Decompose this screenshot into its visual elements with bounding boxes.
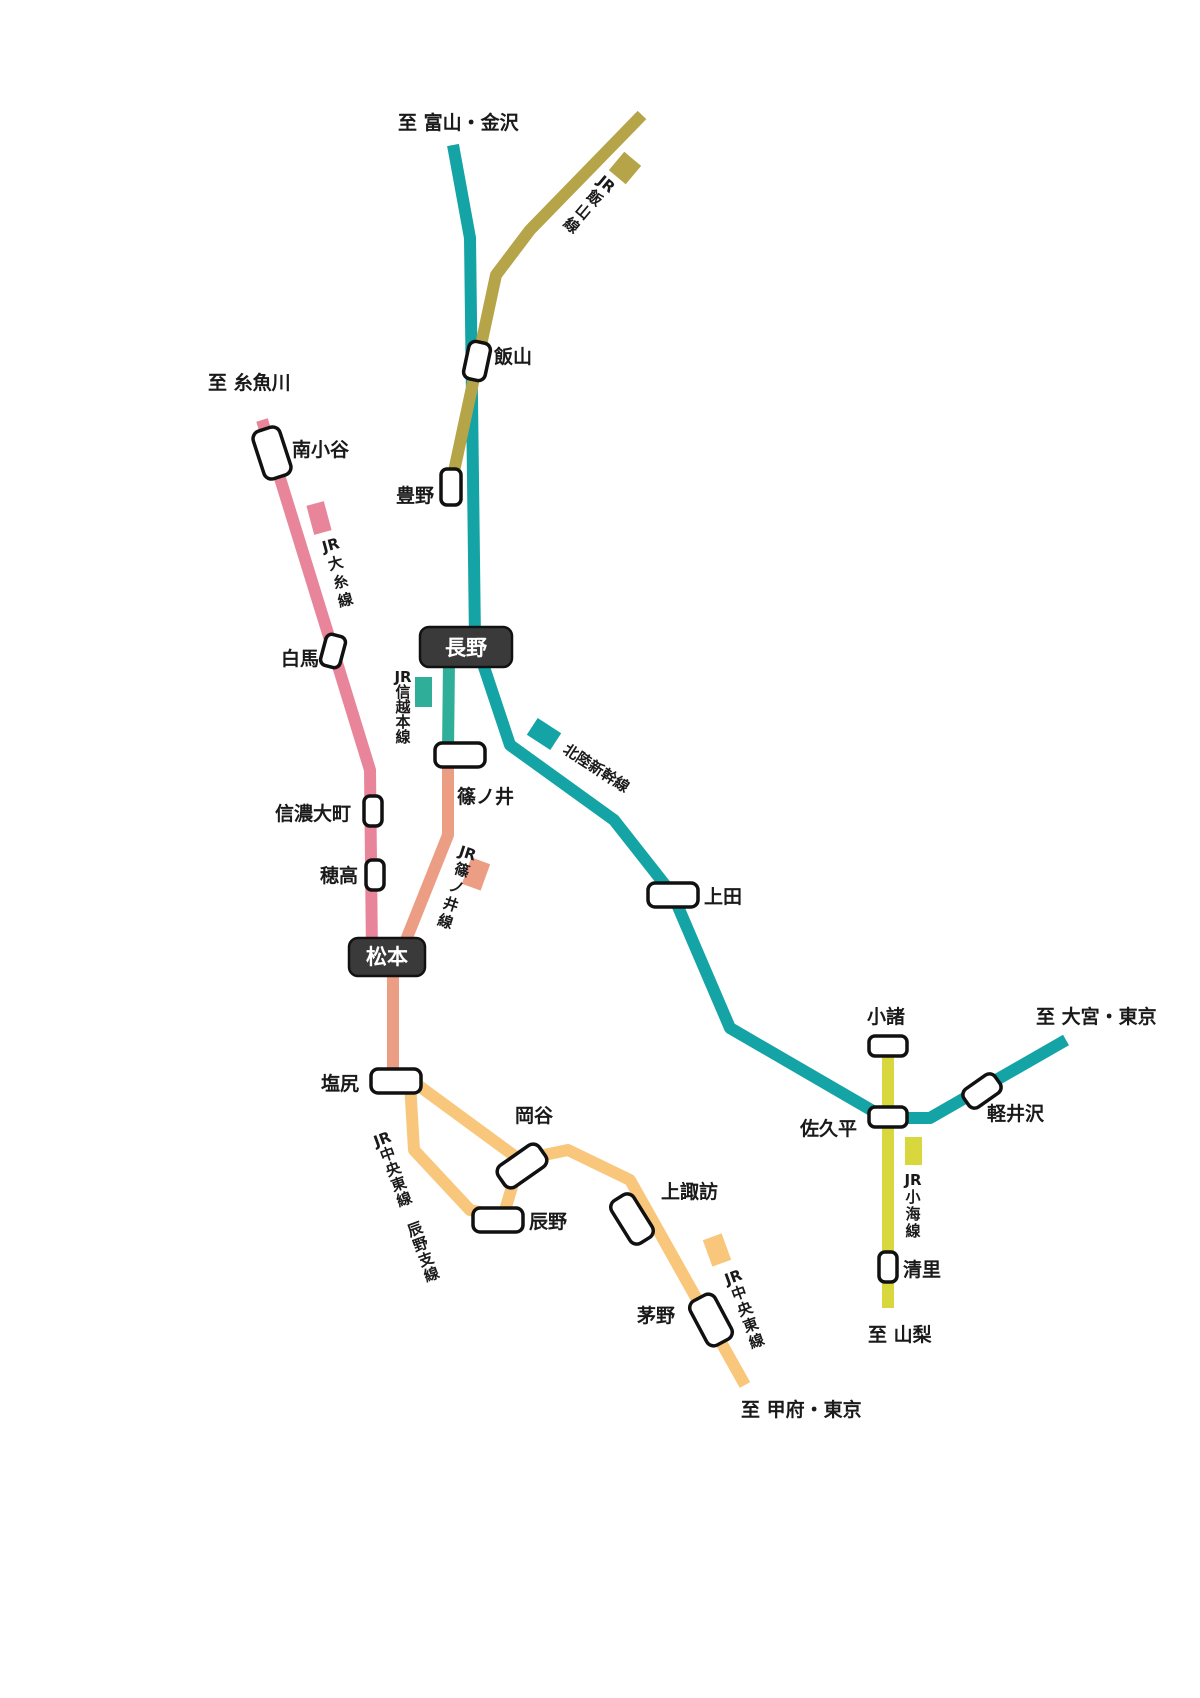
chuo-east-line-label-char: 央 xyxy=(735,1298,756,1320)
shinonoi-line-label-char: JR xyxy=(456,842,479,865)
chuo-east-line-label-char: 東 xyxy=(741,1314,761,1336)
station-kamisuwa-label: 上諏訪 xyxy=(661,1180,718,1203)
station-iiyama-marker[interactable] xyxy=(461,339,493,383)
chuo-east-line-label-char: 中 xyxy=(729,1282,749,1304)
station-hakuba-label: 白馬 xyxy=(281,647,319,670)
station-shiojiri-marker[interactable] xyxy=(369,1067,423,1095)
station-chino-marker[interactable] xyxy=(687,1291,735,1348)
station-sakudaira-marker[interactable] xyxy=(867,1105,909,1129)
hub-matsumoto[interactable]: 松本 xyxy=(347,936,427,978)
shinetsu-line-marker xyxy=(415,677,432,707)
shinonoi-line-label-char: 篠 xyxy=(452,859,473,881)
chuo-tatsuno-branch-label-char: 野 xyxy=(410,1234,430,1256)
chuo-tatsuno-branch-label-char: 辰 xyxy=(405,1218,426,1240)
station-tatsuno-marker[interactable] xyxy=(471,1206,525,1234)
station-minami-otari-label: 南小谷 xyxy=(292,439,350,461)
oito-line-label-char: 大 xyxy=(326,553,345,574)
destination-omiya-label: 至 大宮・東京 xyxy=(1036,1005,1157,1028)
station-toyono-label: 豊野 xyxy=(396,484,434,507)
station-shinonoi-label: 篠ノ井 xyxy=(457,785,514,808)
chuo-east-line-label-char: JR xyxy=(721,1266,745,1289)
hub-nagano-label: 長野 xyxy=(445,636,487,660)
koumi-line-marker xyxy=(905,1137,922,1165)
shinetsu-line-label-char: JR xyxy=(393,668,412,686)
hokuriku-shinkansen-marker xyxy=(526,717,562,751)
station-toyono-marker[interactable] xyxy=(439,467,463,507)
station-hakuba-marker[interactable] xyxy=(318,632,348,670)
station-sakudaira-label: 佐久平 xyxy=(799,1117,857,1140)
shinetsu-line-track xyxy=(442,659,455,753)
station-karuizawa-label: 軽井沢 xyxy=(987,1102,1045,1125)
shinonoi-line-label-char: ノ xyxy=(446,877,466,899)
chuo-tatsuno-branch-label-char: 線 xyxy=(394,1188,414,1210)
destination-yamanashi-label: 至 山梨 xyxy=(868,1323,933,1346)
hub-nagano[interactable]: 長野 xyxy=(418,625,514,669)
station-komoro-label: 小諸 xyxy=(867,1005,905,1028)
station-hotaka-label: 穂高 xyxy=(320,864,358,887)
chuo-east-line-marker xyxy=(702,1233,732,1267)
station-kamisuwa-marker[interactable] xyxy=(608,1191,657,1247)
chuo-tatsuno-branch-label-char: 支 xyxy=(415,1248,437,1271)
iiyama-line-marker xyxy=(608,151,642,185)
chuo-east-line-label-char: 線 xyxy=(746,1330,766,1352)
shinetsu-line-label-char: 線 xyxy=(395,728,410,746)
station-shinonoi-marker[interactable] xyxy=(433,741,487,769)
hub-matsumoto-label: 松本 xyxy=(366,945,408,969)
station-shinano-omachi-marker[interactable] xyxy=(362,794,384,828)
station-hotaka-marker[interactable] xyxy=(364,858,386,892)
chuo-tatsuno-branch-label-char: 東 xyxy=(389,1173,409,1195)
station-kiyosato-marker[interactable] xyxy=(877,1250,899,1284)
chuo-east-line-track xyxy=(411,1078,751,1388)
station-ueda-label: 上田 xyxy=(704,886,742,908)
oito-line-label-char: JR xyxy=(319,534,342,556)
station-minami-otari-marker[interactable] xyxy=(251,425,293,481)
station-shiojiri-label: 塩尻 xyxy=(321,1072,359,1095)
destination-itoigawa-label: 至 糸魚川 xyxy=(208,371,291,394)
chuo-tatsuno-branch-label-char: 線 xyxy=(421,1264,441,1286)
chuo-tatsuno-branch-label-char: 中 xyxy=(378,1143,398,1165)
koumi-line-label-char: JR xyxy=(903,1171,922,1189)
destination-toyama-label: 至 富山・金沢 xyxy=(398,111,520,134)
station-kiyosato-label: 清里 xyxy=(903,1258,941,1281)
oito-line-label-char: 糸 xyxy=(331,571,350,592)
oito-line-marker xyxy=(306,501,332,535)
koumi-line-label-char: 小 xyxy=(905,1188,920,1206)
chuo-tatsuno-branch-label-char: 央 xyxy=(383,1158,404,1180)
shinetsu-line-label-char: 越 xyxy=(394,698,411,716)
shinetsu-line-label-char: 本 xyxy=(395,713,410,731)
station-tatsuno-label: 辰野 xyxy=(529,1211,567,1233)
hokuriku-shinkansen-track xyxy=(447,143,1069,1124)
station-chino-label: 茅野 xyxy=(637,1304,675,1327)
station-okaya-marker[interactable] xyxy=(494,1141,550,1191)
shinonoi-line-marker xyxy=(461,857,491,891)
koumi-line-label-char: 線 xyxy=(905,1222,920,1240)
oito-line-label-char: 線 xyxy=(336,590,355,611)
shinetsu-line-label-char: 信 xyxy=(395,683,410,701)
station-karuizawa-marker[interactable] xyxy=(960,1071,1004,1111)
shinonoi-line-label-char: 線 xyxy=(435,911,455,933)
shinonoi-line-label-char: 井 xyxy=(441,894,461,916)
station-okaya-label: 岡谷 xyxy=(515,1105,554,1127)
koumi-line-label-char: 海 xyxy=(905,1205,920,1223)
iiyama-line-track xyxy=(444,110,647,492)
station-ueda-marker[interactable] xyxy=(646,881,700,909)
chuo-tatsuno-branch-track xyxy=(404,1082,526,1223)
station-komoro-marker[interactable] xyxy=(867,1034,909,1058)
destination-kofu-label: 至 甲府・東京 xyxy=(741,1398,862,1421)
chuo-tatsuno-branch-label-char: JR xyxy=(370,1128,394,1151)
station-shinano-omachi-label: 信濃大町 xyxy=(275,802,351,825)
station-iiyama-label: 飯山 xyxy=(493,345,532,368)
